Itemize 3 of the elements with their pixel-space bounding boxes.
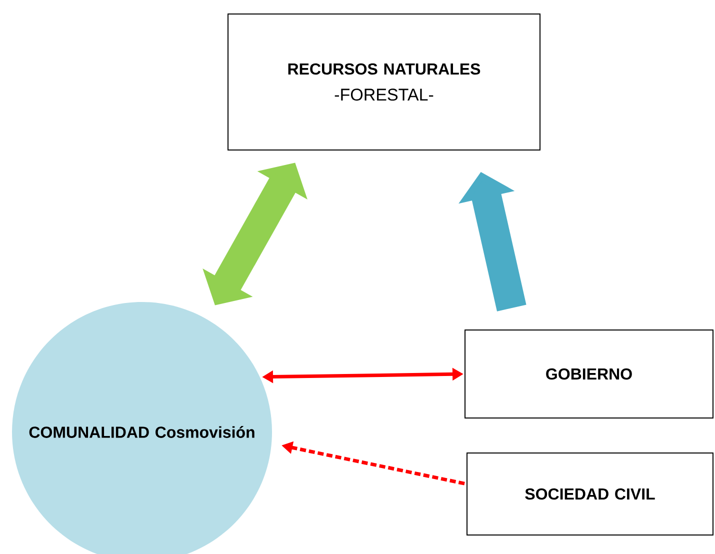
text-box: GOBIERNO xyxy=(464,330,714,418)
text-box: RECURSOS NATURALES -FORESTAL- xyxy=(228,14,540,150)
text-box: SOCIEDAD CIVIL xyxy=(466,452,714,536)
